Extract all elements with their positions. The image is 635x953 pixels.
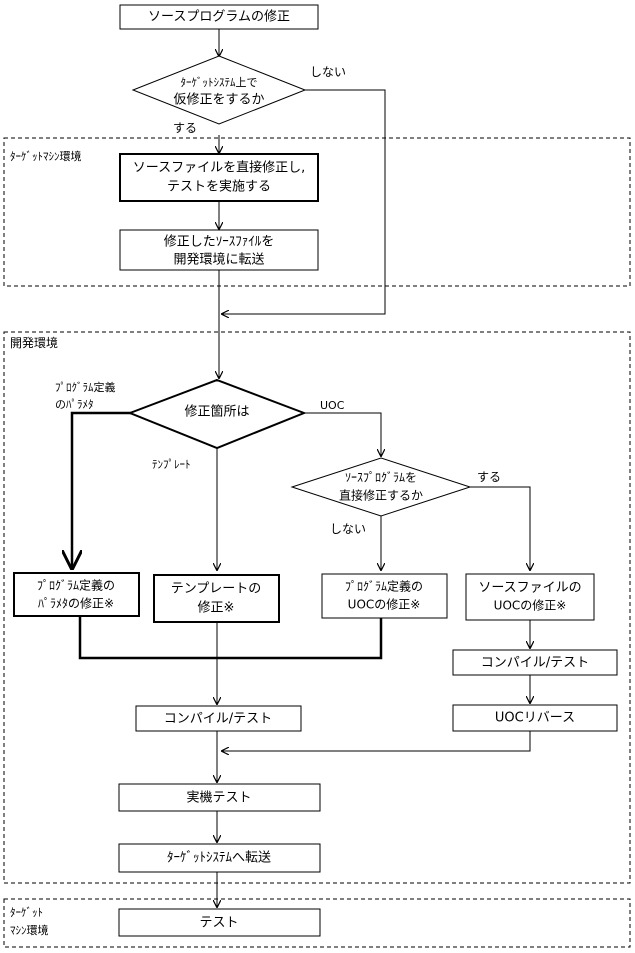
decision-direct-line2: 直接修正するか — [339, 488, 423, 503]
edge-direct-yes — [470, 486, 530, 570]
decision-direct — [290, 457, 472, 517]
box-real-test — [118, 783, 321, 812]
box-template-fix-line2: 修正※ — [198, 601, 235, 616]
edge-reverse-join — [222, 731, 531, 751]
box-uoc-reverse — [452, 704, 618, 732]
label-template: ﾃﾝﾌﾟﾚｰﾄ — [152, 458, 191, 471]
box-uoc-def-fix-line1: ﾌﾟﾛｸﾞﾗﾑ定義の — [345, 579, 423, 594]
edge-to-uoc — [304, 412, 381, 456]
region-target-machine — [3, 137, 631, 287]
box-uoc-reverse-text: UOCリバース — [495, 711, 575, 726]
label-uoc: UOC — [320, 399, 345, 412]
decision-location — [127, 378, 307, 450]
box-transfer-dev-line1: 修正したｿｰｽﾌｧｲﾙを — [164, 235, 275, 250]
box-uoc-src-fix — [465, 573, 595, 621]
region-target-machine-bottom — [3, 898, 631, 948]
box-edit-test-line2: テストを実施する — [167, 179, 271, 195]
decision-location-text: 修正箇所は — [184, 404, 249, 420]
label-yes: する — [173, 121, 197, 135]
region-target-bottom-label-1: ﾀｰｹﾞｯﾄ — [10, 906, 43, 919]
region-target-bottom-label-2: ﾏｼﾝ環境 — [10, 923, 49, 937]
box-compile-right-text: コンパイル/テスト — [481, 656, 589, 671]
decision-provisional — [131, 55, 307, 125]
label-program-def-2: のﾊﾟﾗﾒﾀ — [55, 398, 94, 411]
box-compile-left-text: コンパイル/テスト — [164, 712, 272, 727]
box-edit-test-line1: ソースファイルを直接修正し, — [133, 160, 305, 176]
box-test — [118, 908, 321, 937]
box-template-fix — [153, 574, 280, 623]
box-uoc-src-fix-line1: ソースファイルの — [478, 581, 581, 596]
label-direct-yes: する — [477, 470, 501, 484]
box-param-fix — [13, 572, 140, 617]
box-edit-test — [119, 153, 319, 202]
region-target-machine-label: ﾀｰｹﾞｯﾄﾏｼﾝ環境 — [10, 149, 82, 163]
region-dev-label: 開発環境 — [10, 335, 58, 350]
label-program-def-1: ﾌﾟﾛｸﾞﾗﾑ定義 — [55, 380, 116, 394]
label-direct-no: しない — [330, 522, 366, 536]
edge-merge — [78, 616, 383, 660]
box-param-fix-line2: ﾊﾟﾗﾒﾀの修正※ — [38, 596, 114, 611]
box-transfer-target-text: ﾀｰｹﾞｯﾄｼｽﾃﾑへ転送 — [167, 851, 271, 866]
start-text: ソースプログラムの修正 — [148, 10, 290, 25]
decision-direct-line1: ｿｰｽﾌﾟﾛｸﾞﾗﾑを — [345, 471, 417, 485]
edge-to-param — [72, 411, 132, 568]
box-uoc-def-fix — [321, 573, 448, 619]
box-uoc-def-fix-line2: UOCの修正※ — [348, 597, 421, 612]
start-box — [119, 4, 319, 30]
decision-provisional-line2: 仮修正をするか — [173, 93, 264, 108]
box-compile-right — [452, 649, 618, 676]
label-no: しない — [310, 65, 346, 79]
edge-decision-no — [222, 89, 386, 314]
box-uoc-src-fix-line2: UOCの修正※ — [494, 598, 567, 613]
box-template-fix-line1: テンプレートの — [171, 582, 262, 597]
box-param-fix-line1: ﾌﾟﾛｸﾞﾗﾑ定義の — [37, 578, 115, 593]
box-real-test-text: 実機テスト — [186, 790, 251, 806]
box-compile-left — [135, 705, 302, 732]
box-transfer-target — [118, 843, 321, 873]
box-transfer-dev — [119, 229, 319, 271]
decision-provisional-line1: ﾀｰｹﾞｯﾄｼｽﾃﾑ上で — [181, 76, 258, 89]
box-transfer-dev-line2: 開発環境に転送 — [173, 253, 264, 268]
box-test-text: テスト — [199, 916, 238, 931]
